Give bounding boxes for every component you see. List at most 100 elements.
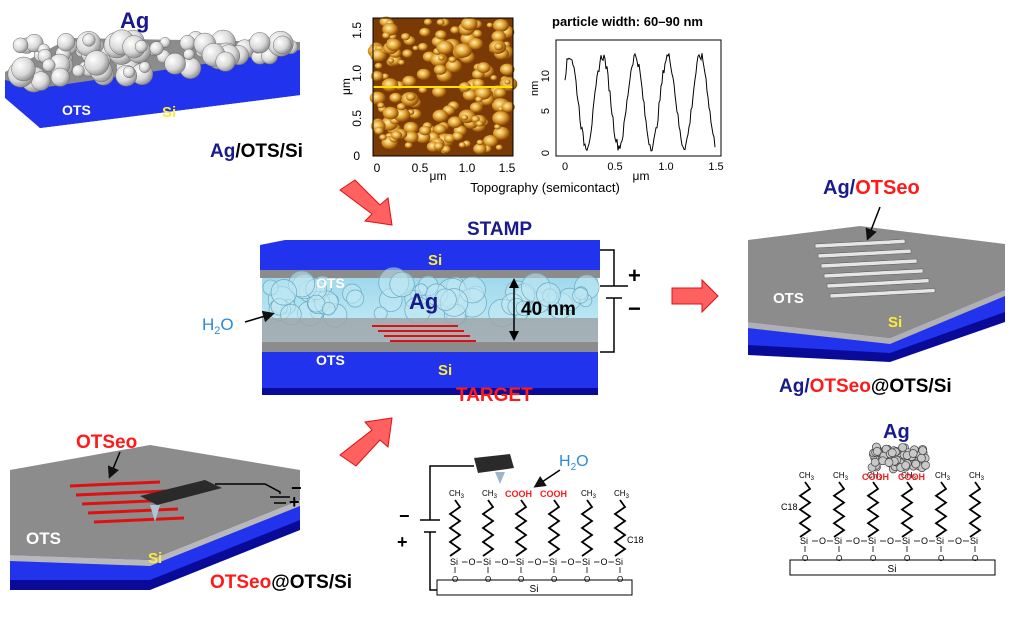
siloxane-o: O xyxy=(485,575,491,584)
siloxane-o: O xyxy=(518,575,524,584)
afm-grain xyxy=(419,125,432,136)
right-caption: Ag/OTSeo@OTS/Si xyxy=(779,376,952,397)
ag-atom xyxy=(872,447,882,456)
ag-atom xyxy=(908,449,918,458)
right-si-label: Si xyxy=(888,314,902,331)
siloxane-o: O xyxy=(551,575,557,584)
afm-grain xyxy=(476,139,484,146)
ag-particle xyxy=(122,66,136,79)
afm-ytick: 1.5 xyxy=(350,22,364,39)
panel-otseo-ots-si: − + OTSeo OTS Si OTSeo@OTS/Si xyxy=(10,432,352,593)
ag-pattern-line xyxy=(829,288,936,299)
chem-left-cooh: COOH xyxy=(540,489,567,499)
afm-grain xyxy=(374,62,383,69)
profile-xtick: 1.0 xyxy=(658,161,673,173)
profile-ytick: 0 xyxy=(540,150,552,156)
afm-grain xyxy=(495,144,503,151)
afm-ytick: 1.0 xyxy=(350,65,364,82)
afm-xtick: 0 xyxy=(374,161,381,175)
afm-grain xyxy=(435,30,447,40)
ag-particle xyxy=(56,33,76,52)
ag-atom xyxy=(887,448,897,458)
afm-xunit: μm xyxy=(430,169,447,183)
afm-grain xyxy=(493,87,507,98)
bl-otseo-label: OTSeo xyxy=(76,432,137,453)
afm-grain xyxy=(377,102,385,109)
afm-grain xyxy=(403,121,419,134)
target-si xyxy=(262,352,598,388)
afm-grain xyxy=(385,38,402,52)
ch3-label: CH3 xyxy=(867,471,883,482)
chem-right-ag: Ag xyxy=(883,421,910,443)
afm-grain xyxy=(390,130,403,140)
ag-particle xyxy=(273,35,292,55)
height-profile: particle width: 60–90 nm 0 5 10 nm 0 0.5… xyxy=(529,14,724,183)
siloxane-o: O xyxy=(836,554,842,563)
ag-particle xyxy=(11,56,36,82)
ag-atom xyxy=(917,453,926,463)
afm-grain xyxy=(492,111,510,126)
afm-grain xyxy=(369,91,386,105)
ag-particle xyxy=(149,41,164,56)
ag-particle xyxy=(72,64,85,78)
siloxane-o: O xyxy=(469,557,476,567)
siloxane-o: O xyxy=(870,554,876,563)
afm-grain xyxy=(475,96,483,103)
afm-grain xyxy=(460,17,478,31)
siloxane-o: O xyxy=(938,554,944,563)
siloxane-si: Si xyxy=(834,536,842,546)
afm-grain xyxy=(448,56,457,63)
ch3-label: CH3 xyxy=(935,471,951,482)
afm-xtick: 1.0 xyxy=(459,161,476,175)
ag-particles xyxy=(7,29,299,93)
afm-grain xyxy=(402,49,413,58)
afm-grain xyxy=(396,102,406,111)
ag-pattern-line xyxy=(826,278,930,289)
alkyl-chain xyxy=(547,499,561,557)
chem-left-cooh: COOH xyxy=(505,489,532,499)
afm-grain xyxy=(494,123,501,130)
chem-left-si-base xyxy=(436,579,633,596)
ots-label: OTS xyxy=(62,102,91,118)
ag-particle xyxy=(179,35,196,51)
siloxane-si: Si xyxy=(970,536,978,546)
chem-left-minus: − xyxy=(399,506,410,526)
ag-particle xyxy=(183,48,195,61)
right-ots-label: OTS xyxy=(773,290,804,307)
stamp-ots xyxy=(260,270,600,278)
arrow-right-icon xyxy=(671,278,719,314)
ag-particle xyxy=(134,39,148,53)
afm-grain xyxy=(416,68,431,80)
ag-particle xyxy=(215,51,236,72)
ag-particle xyxy=(42,58,56,72)
afm-grain xyxy=(454,43,473,58)
ag-sphere xyxy=(389,271,415,298)
siloxane-o: O xyxy=(819,536,826,546)
ag-center-label: Ag xyxy=(409,289,438,314)
afm-grain xyxy=(374,126,384,135)
afm-grain xyxy=(417,42,428,51)
profile-xunit: μm xyxy=(633,169,650,183)
chem-right-cooh: COOH xyxy=(862,472,889,482)
afm-grain xyxy=(382,106,399,120)
ag-particle xyxy=(84,50,110,76)
siloxane-o: O xyxy=(853,536,860,546)
afm-grain xyxy=(438,55,445,61)
siloxane-o: O xyxy=(617,575,623,584)
afm-grain xyxy=(450,26,460,34)
minus-sign: − xyxy=(628,296,641,321)
ag-pattern-line xyxy=(817,248,912,259)
afm-grain xyxy=(404,142,413,149)
target-ots xyxy=(262,342,598,352)
afm-grain xyxy=(504,79,511,85)
afm-grain xyxy=(381,78,399,92)
ag-atom xyxy=(901,461,911,470)
arrow-down-icon xyxy=(339,179,393,226)
afm-grain xyxy=(433,64,447,75)
bl-minus: − xyxy=(291,478,302,498)
right-top-label: Ag/OTSeo xyxy=(823,177,920,199)
afm-grain xyxy=(501,101,515,113)
gap-label: 40 nm xyxy=(521,299,576,320)
